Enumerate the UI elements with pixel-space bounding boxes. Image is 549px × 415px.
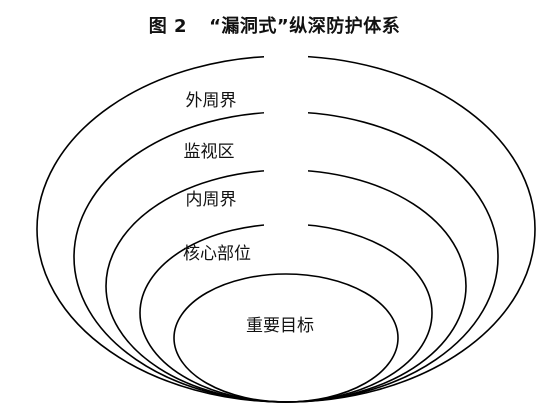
label-key-target: 重要目标 xyxy=(246,316,314,336)
ring-inner-perimeter xyxy=(105,169,467,403)
label-surveillance-zone: 监视区 xyxy=(184,142,235,162)
figure-caption: 图 2 “漏洞式”纵深防护体系 xyxy=(0,12,549,40)
figure-number: 图 2 xyxy=(148,16,188,37)
ring-surveillance-zone xyxy=(73,111,499,403)
ring-key-target xyxy=(173,273,399,403)
ring-outer-perimeter xyxy=(36,55,536,403)
label-outer-perimeter: 外周界 xyxy=(186,91,237,111)
label-inner-perimeter: 内周界 xyxy=(186,190,237,210)
figure-title: “漏洞式”纵深防护体系 xyxy=(209,16,401,37)
label-core-area: 核心部位 xyxy=(183,244,251,264)
